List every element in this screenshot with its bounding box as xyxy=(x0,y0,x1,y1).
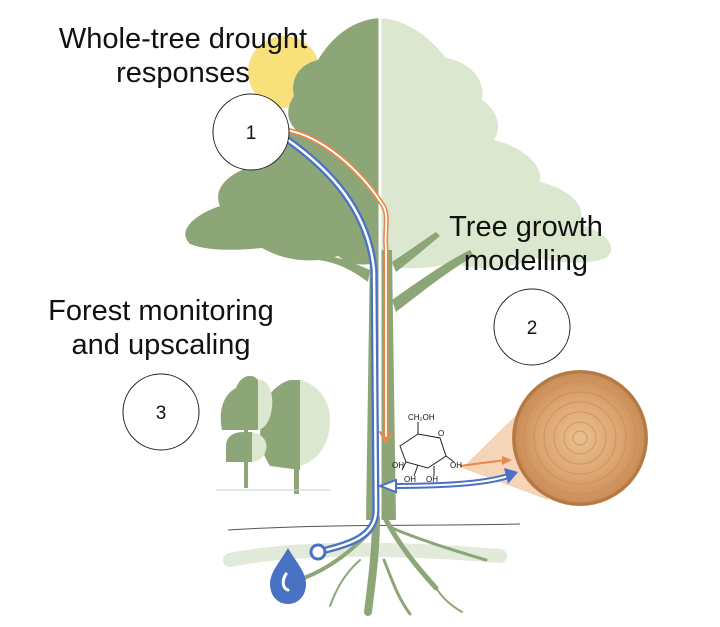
sugar-flow-path xyxy=(283,127,393,444)
marker-3-text: 3 xyxy=(156,403,167,424)
oh-label-2: OH xyxy=(404,475,416,484)
water-drop-icon xyxy=(270,548,306,604)
sugar-to-wood-arrow xyxy=(459,459,507,467)
forest-monitoring-label: Forest monitoring and upscaling xyxy=(24,294,298,362)
tree-growth-label: Tree growth modelling xyxy=(428,210,624,278)
tree-ring-icon xyxy=(512,370,648,506)
marker-1: 1 xyxy=(212,93,290,171)
tree-growth-label-line-2: modelling xyxy=(463,245,589,278)
marker-1-text: 1 xyxy=(246,123,257,144)
whole-tree-label-line-2: responses xyxy=(116,57,250,90)
glucose-molecule-icon: CH₂OH O OH OH OH OH xyxy=(392,413,462,484)
marker-3: 3 xyxy=(122,373,200,451)
ch2oh-label: CH₂OH xyxy=(408,413,435,422)
oh-label-1: OH xyxy=(392,461,404,470)
water-flow-path xyxy=(284,136,380,561)
tree-growth-label-line-1: Tree growth xyxy=(449,211,603,243)
whole-tree-label-line-1: Whole-tree drought xyxy=(58,23,308,55)
tree-roots xyxy=(302,514,488,616)
forest-monitoring-label-line-1: Forest monitoring xyxy=(48,295,274,327)
whole-tree-label: Whole-tree drought responses xyxy=(30,22,336,90)
forest-monitoring-label-line-2: and upscaling xyxy=(71,329,251,362)
ring-oxygen-label: O xyxy=(438,429,444,438)
small-forest-trees xyxy=(216,375,330,494)
water-wood-exchange-arrow xyxy=(377,468,518,494)
oh-label-3: OH xyxy=(426,475,438,484)
tree-crown-light xyxy=(380,18,612,269)
marker-2: 2 xyxy=(493,288,571,366)
marker-2-text: 2 xyxy=(527,318,538,339)
oh-label-4: OH xyxy=(450,461,462,470)
